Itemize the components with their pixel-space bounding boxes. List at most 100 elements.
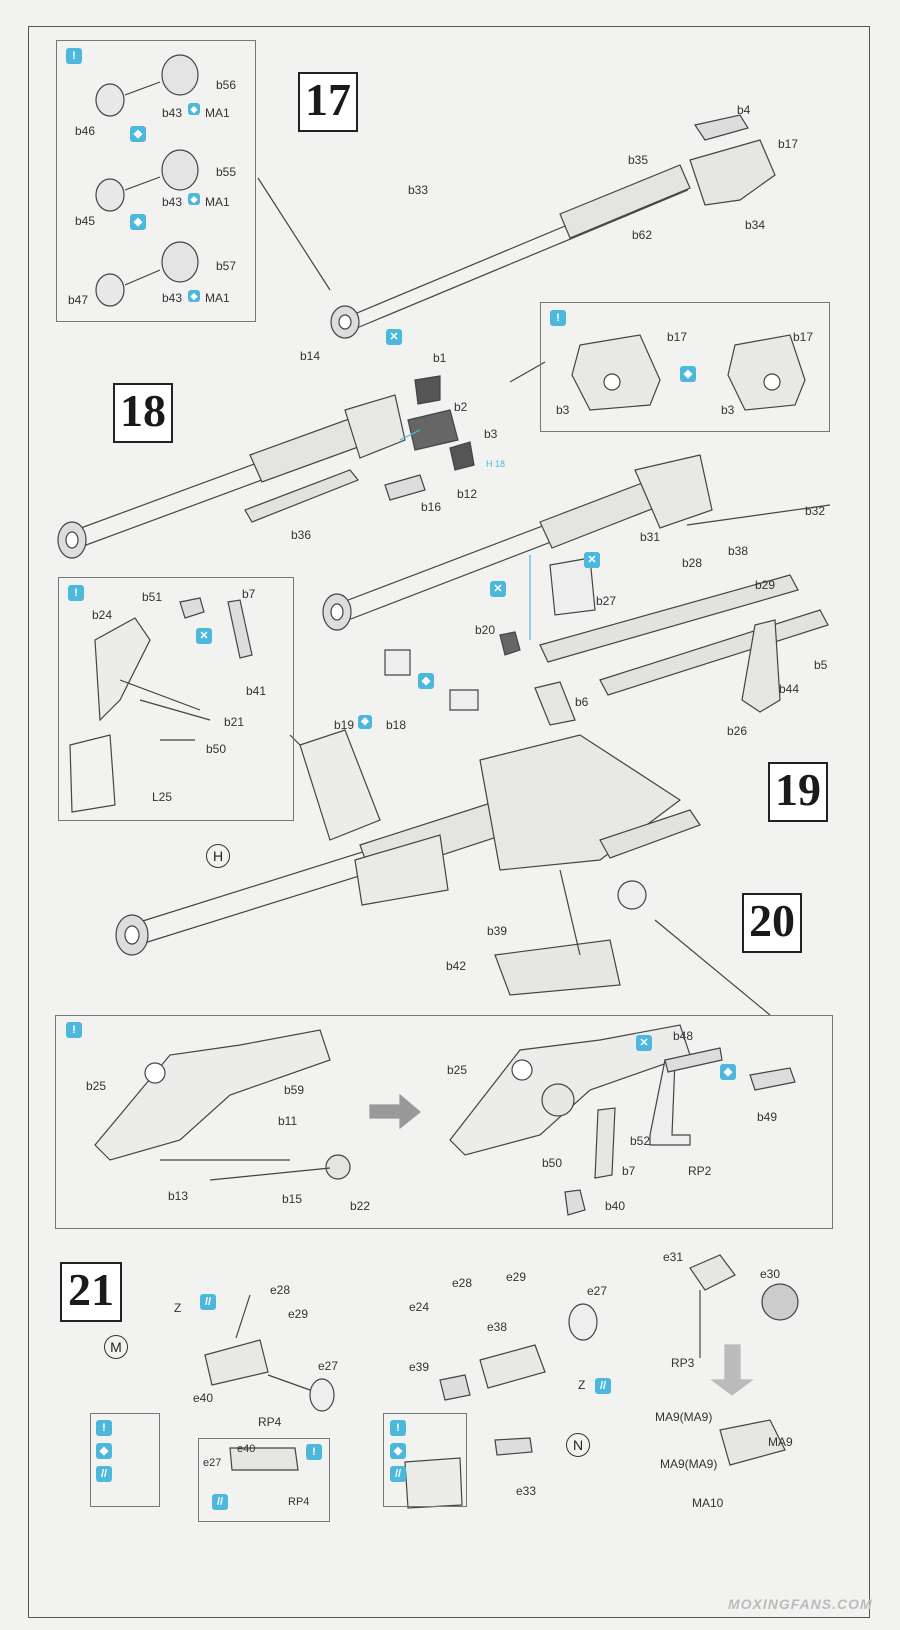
part-label: b15 [282,1192,303,1206]
part-label: b34 [745,218,766,232]
do-not-glue-icon: ✕ [386,329,402,345]
part-label: e38 [487,1320,508,1334]
part-label: Z [174,1301,182,1315]
part-label: b43 [162,291,183,305]
glue-icon: ! [390,1420,406,1436]
step-number-19: 19 [768,762,828,822]
part-label: b43 [162,195,183,209]
muzzle-brakes-inset [95,54,331,307]
part-label: e28 [270,1283,291,1297]
part-label: L25 [152,790,173,804]
part-label: b6 [575,695,589,709]
step19-inset-box [58,577,294,821]
part-label: b17 [793,330,814,344]
trail-detail-inset [69,597,321,813]
step-number-20: 20 [742,893,802,953]
part-label: b46 [75,124,96,138]
step-number-18: 18 [113,383,173,443]
part-label: b50 [206,742,227,756]
part-label: b57 [216,259,237,273]
part-label: b44 [779,682,800,696]
part-label: b33 [408,183,429,197]
part-label: e39 [409,1360,430,1374]
part-label: b31 [640,530,661,544]
paint-icon: // [212,1494,228,1510]
part-label: b3 [721,403,735,417]
part-label: MA10 [692,1496,724,1510]
part-label: e27 [318,1359,339,1373]
part-label: b36 [291,528,312,542]
option-icon: ◆ [188,193,200,205]
part-label: RP4 [288,1496,310,1508]
part-label: e28 [452,1276,473,1290]
part-label: e29 [288,1307,309,1321]
glue-icon: ! [550,310,566,326]
split-trail-inset [94,1024,796,1216]
part-label: b19 [334,718,355,732]
part-label: b18 [386,718,407,732]
part-label: b45 [75,214,96,228]
step20-inset-box [55,1015,833,1229]
paint-icon: // [96,1466,112,1482]
part-label: b11 [278,1114,298,1128]
part-label: b43 [162,106,183,120]
part-label: b4 [737,103,751,117]
part-label: b3 [484,427,498,441]
step21-inset-left [90,1413,160,1507]
glue-icon: ! [68,585,84,601]
part-label: b13 [168,1189,189,1203]
part-label: e24 [409,1300,430,1314]
glue-icon: ! [96,1420,112,1436]
part-label: e27 [203,1457,222,1469]
part-label: b27 [596,594,617,608]
part-label: b5 [814,658,828,672]
barrel-step17 [330,114,776,339]
part-label: RP4 [258,1415,282,1429]
do-not-glue-icon: ✕ [584,552,600,568]
choose-icon: ◆ [418,673,434,689]
part-label: e30 [760,1267,781,1281]
part-label: b29 [755,578,776,592]
part-label: Z [578,1378,586,1392]
marker-H: H [206,844,230,868]
marker-M: M [104,1335,128,1359]
part-label: MA9 [768,1435,793,1449]
step17-inset-box [56,40,256,322]
glue-icon: ! [66,48,82,64]
choose-icon: ◆ [720,1064,736,1080]
part-label: b41 [246,684,267,698]
page-border [28,26,870,1618]
part-label: MA9(MA9) [655,1410,713,1424]
part-label: b52 [630,1134,651,1148]
part-label: b51 [142,590,163,604]
part-label: b17 [667,330,688,344]
part-label: b7 [242,587,256,601]
part-label: e40 [237,1443,256,1455]
marker-N: N [566,1433,590,1457]
part-label: b24 [92,608,113,622]
ref-label: H 18 [486,459,506,469]
part-label: b35 [628,153,649,167]
part-label: b62 [632,228,653,242]
part-label: e29 [506,1270,527,1284]
part-label: b47 [68,293,89,307]
part-label: b22 [350,1199,371,1213]
step-number-21: 21 [60,1262,122,1322]
part-label: b50 [542,1156,563,1170]
do-not-glue-icon: ✕ [490,581,506,597]
part-label: b2 [454,400,468,414]
paint-icon: // [595,1378,611,1394]
choose-icon: ◆ [130,214,146,230]
part-label: e27 [587,1284,608,1298]
part-label: b55 [216,165,237,179]
part-label: b7 [622,1164,636,1178]
step-number-17: 17 [298,72,358,132]
step18-inset-box [540,302,830,432]
choose-icon: ◆ [130,126,146,142]
part-label: b59 [284,1083,305,1097]
part-label: MA1 [205,291,230,305]
part-label: e33 [516,1484,537,1498]
step21-inset-mid [198,1438,330,1522]
part-label: b39 [487,924,508,938]
